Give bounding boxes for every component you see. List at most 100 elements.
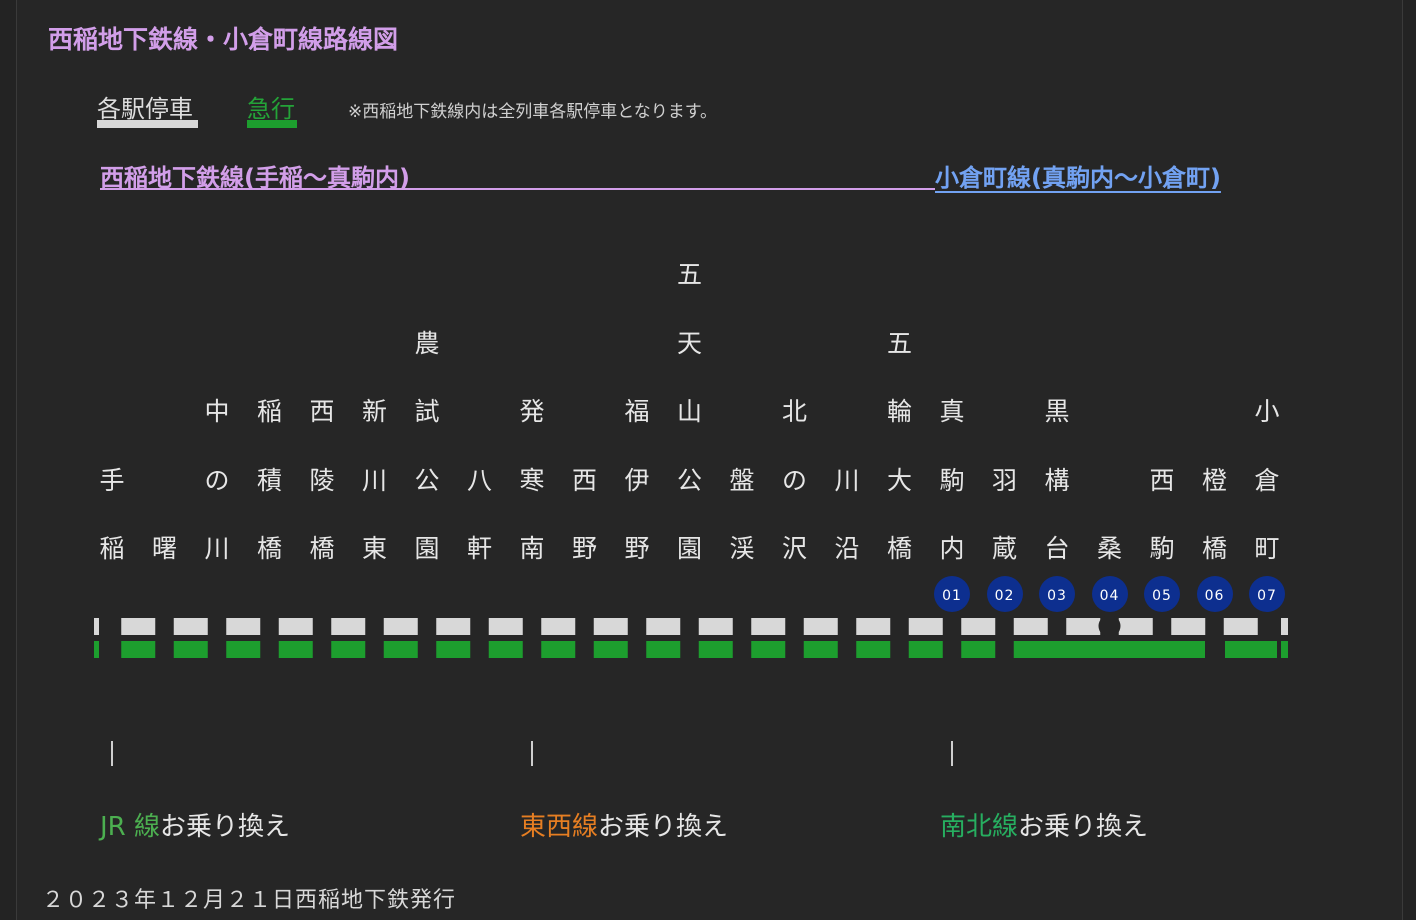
station-name-char: 公 [676, 465, 702, 495]
station-name-char: 川 [834, 465, 860, 495]
express-track-segment [1225, 641, 1277, 658]
station-name-char: 山 [676, 397, 702, 426]
local-track-segment [488, 618, 523, 635]
map-frame [16, 0, 1403, 920]
express-track-end [1281, 641, 1288, 658]
local-track-end [94, 618, 99, 635]
local-track-segment [646, 618, 681, 635]
station-name-char: 西 [309, 397, 335, 426]
station-name-char: 公 [414, 465, 440, 495]
express-track-segment [488, 641, 523, 658]
station-name-char: 野 [571, 534, 597, 563]
transfer-suffix: お乗り換え [598, 812, 729, 842]
local-track-segment [803, 618, 838, 635]
station-number-badge: 05 [1144, 576, 1180, 612]
transfer-suffix: お乗り換え [1018, 812, 1149, 842]
local-track-segment [698, 618, 733, 635]
express-track-segment [646, 641, 681, 658]
issue-footer: ２０２３年１２月２１日西稲地下鉄発行 [42, 888, 457, 913]
express-track-segment [226, 641, 261, 658]
express-track-segment [908, 641, 943, 658]
station-name-char: 福 [624, 397, 650, 426]
section-label-ogura[interactable]: 小倉町線(真駒内〜小倉町) [935, 164, 1221, 192]
station-number-badge: 03 [1039, 576, 1075, 612]
station-name-char: 稲 [99, 534, 125, 563]
local-track-segment [1171, 618, 1206, 635]
station-name-char: 川 [204, 534, 230, 563]
route-track [94, 615, 1288, 658]
local-track-segment [908, 618, 943, 635]
section-label-nishine: 西稲地下鉄線(手稲〜真駒内) [100, 164, 410, 192]
transfer-label: 東西線お乗り換え [520, 806, 728, 843]
station-name-char: 小 [1254, 397, 1280, 426]
station-name-char: 園 [414, 534, 440, 563]
transfer-tick [951, 741, 953, 766]
express-track-segment [173, 641, 208, 658]
station-number-badge: 02 [986, 576, 1023, 612]
station-name-char: 橋 [1201, 534, 1227, 563]
station-name-char: 中 [204, 397, 230, 426]
express-track-segment [331, 641, 366, 658]
station-name-char: 伊 [624, 465, 650, 495]
express-track-segment [856, 641, 891, 658]
station-name-char: 内 [939, 534, 965, 563]
station-number-badge: 04 [1091, 576, 1128, 612]
station-number-badge: 07 [1249, 576, 1285, 612]
station-name-char: 橙 [1201, 465, 1227, 495]
transfer-tick [111, 741, 113, 766]
local-track-segment [1118, 618, 1153, 635]
station-name-char: 輪 [886, 397, 912, 426]
express-track-segment [383, 641, 418, 658]
local-track-end [1281, 618, 1288, 635]
station-name-char: 軒 [466, 534, 492, 563]
station-name-char: 川 [361, 465, 387, 495]
local-track-segment [856, 618, 891, 635]
local-track-segment [226, 618, 261, 635]
local-track-segment [331, 618, 366, 635]
station-name-char: 北 [781, 397, 807, 426]
local-track-segment [751, 618, 786, 635]
station-name-char: 盤 [729, 465, 755, 495]
legend-local-swatch [97, 120, 198, 128]
station-name-char: 天 [676, 328, 702, 358]
station-name-char: 西 [571, 465, 597, 495]
station-name-char: 園 [676, 534, 702, 563]
station-name-char: 真 [939, 397, 965, 426]
station-notch [1098, 615, 1121, 637]
express-track-segment [961, 641, 996, 658]
local-track-segment [1013, 618, 1048, 635]
station-name-char: 台 [1044, 534, 1070, 563]
station-name-char: 倉 [1254, 465, 1280, 495]
station-name-char: 橋 [886, 534, 912, 563]
local-track-segment [383, 618, 418, 635]
local-track-segment [1066, 618, 1101, 635]
station-name-char: 駒 [1149, 534, 1175, 563]
station-name-char: 町 [1254, 534, 1280, 563]
express-track-segment [278, 641, 313, 658]
transfer-suffix: お乗り換え [160, 812, 291, 842]
station-name-char: 沢 [781, 534, 807, 563]
express-track-segment [751, 641, 786, 658]
station-name-char: 駒 [939, 465, 965, 495]
transfer-line-name: JR 線 [100, 812, 160, 842]
transfer-label: JR 線お乗り換え [100, 806, 290, 843]
station-name-char: 発 [519, 397, 545, 426]
station-name-char: 八 [466, 465, 492, 495]
local-track-segment [121, 618, 156, 635]
legend-express-label: 急行 [247, 95, 295, 123]
express-track-segment [1014, 641, 1205, 658]
local-track-segment [593, 618, 628, 635]
station-name-char: 西 [1149, 465, 1175, 495]
page-title: 西稲地下鉄線・小倉町線路線図 [48, 25, 399, 54]
express-track-end [94, 641, 99, 658]
legend-local-label: 各駅停車 [97, 95, 193, 123]
station-name-char: 試 [414, 397, 440, 426]
local-track-segment [173, 618, 208, 635]
transfer-line-name: 南北線 [940, 812, 1019, 842]
station-name-char: 積 [256, 465, 282, 495]
express-track-segment [436, 641, 471, 658]
local-track-segment [961, 618, 996, 635]
station-name-char: 南 [519, 534, 545, 563]
local-track-segment [278, 618, 313, 635]
station-name-char: 渓 [729, 534, 755, 563]
